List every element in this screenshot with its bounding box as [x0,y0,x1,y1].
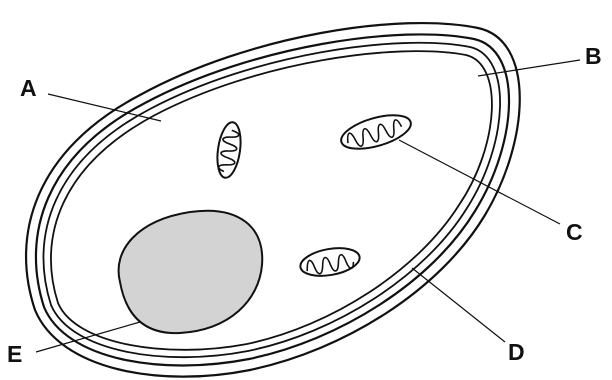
leader-line-d [412,268,505,342]
label-e: E [7,341,22,367]
label-a: A [20,75,37,101]
label-d: D [508,339,525,365]
label-b: B [585,43,602,69]
cell-membrane-inner [51,51,492,350]
label-c: C [566,219,583,245]
